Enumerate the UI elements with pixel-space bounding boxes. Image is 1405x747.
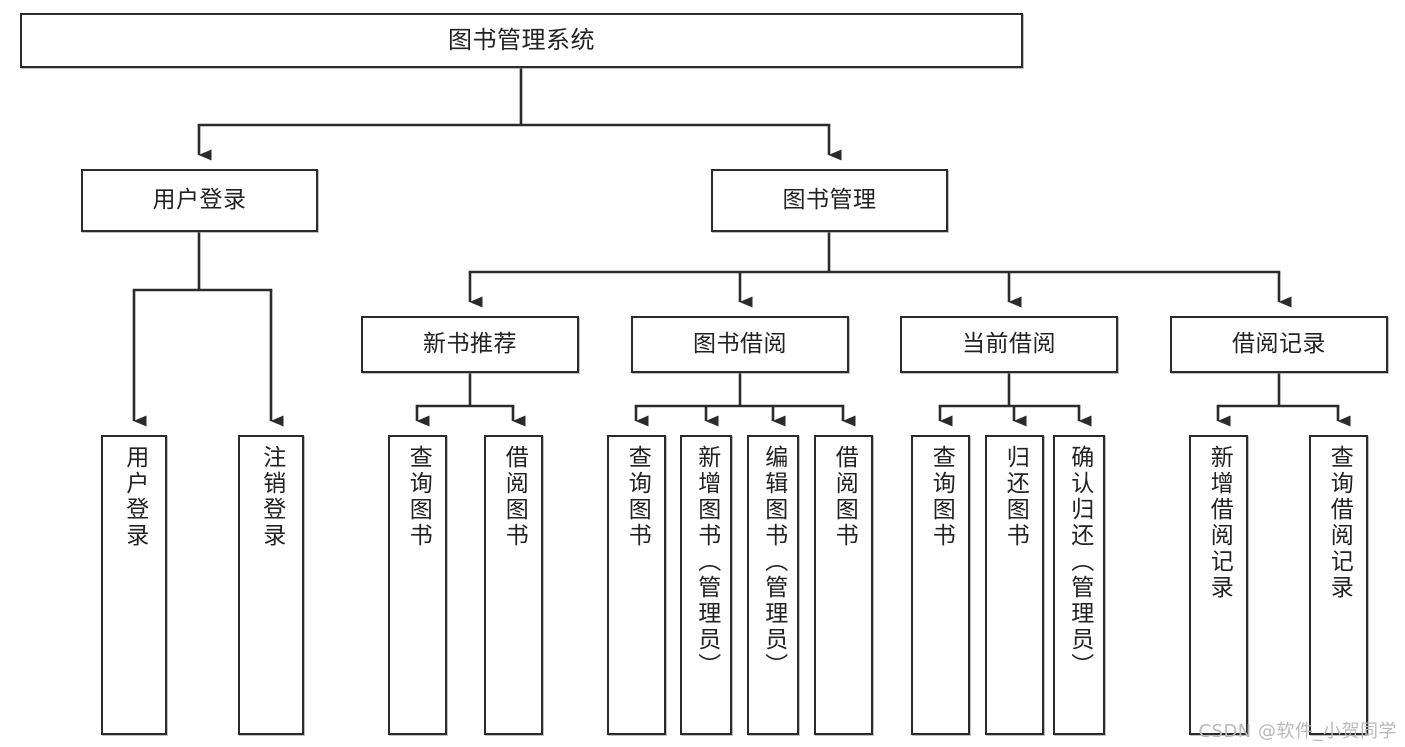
csdn-watermark: CSDN @软件_小贺同学 <box>1198 721 1397 742</box>
node-leaf-query-book-new[interactable]: 查询图书 <box>388 435 447 735</box>
node-user-login[interactable]: 用户登录 <box>81 169 318 232</box>
node-leaf-add-book-admin[interactable]: 新增图书（管理员） <box>680 435 732 735</box>
node-leaf-query-book-current-label: 查询图书 <box>928 445 955 549</box>
node-borrow-record-label: 借阅记录 <box>1232 330 1326 357</box>
node-leaf-return-book[interactable]: 归还图书 <box>985 435 1044 735</box>
node-book-management[interactable]: 图书管理 <box>711 169 948 232</box>
node-new-book-recommend[interactable]: 新书推荐 <box>361 316 579 373</box>
node-leaf-user-login-label: 用户登录 <box>121 445 148 549</box>
node-leaf-edit-book-admin[interactable]: 编辑图书（管理员） <box>747 435 799 735</box>
node-leaf-borrow-book-new-label: 借阅图书 <box>501 445 528 549</box>
node-leaf-return-book-label: 归还图书 <box>1002 445 1029 549</box>
node-leaf-logout-login-label: 注销登录 <box>258 445 285 549</box>
node-leaf-query-book-current[interactable]: 查询图书 <box>911 435 970 735</box>
node-book-borrow-label: 图书借阅 <box>693 330 787 357</box>
node-current-borrow-label: 当前借阅 <box>962 330 1056 357</box>
node-borrow-record[interactable]: 借阅记录 <box>1170 316 1388 373</box>
node-new-book-recommend-label: 新书推荐 <box>423 330 517 357</box>
node-leaf-query-book-borrow-label: 查询图书 <box>624 445 651 549</box>
node-root-label: 图书管理系统 <box>448 26 595 55</box>
node-leaf-query-borrow-record[interactable]: 查询借阅记录 <box>1309 435 1368 735</box>
node-leaf-add-book-admin-label: 新增图书（管理员） <box>693 445 720 679</box>
node-leaf-add-borrow-record[interactable]: 新增借阅记录 <box>1189 435 1248 735</box>
node-leaf-confirm-return-admin[interactable]: 确认归还（管理员） <box>1053 435 1105 735</box>
node-leaf-confirm-return-admin-label: 确认归还（管理员） <box>1066 445 1093 679</box>
node-leaf-borrow-book[interactable]: 借阅图书 <box>814 435 873 735</box>
node-leaf-query-book-new-label: 查询图书 <box>405 445 432 549</box>
node-leaf-edit-book-admin-label: 编辑图书（管理员） <box>760 445 787 679</box>
node-book-borrow[interactable]: 图书借阅 <box>631 316 849 373</box>
node-current-borrow[interactable]: 当前借阅 <box>900 316 1118 373</box>
node-leaf-query-borrow-record-label: 查询借阅记录 <box>1326 445 1353 601</box>
node-leaf-query-book-borrow[interactable]: 查询图书 <box>607 435 666 735</box>
node-root-system[interactable]: 图书管理系统 <box>20 13 1023 68</box>
node-book-management-label: 图书管理 <box>782 186 877 213</box>
node-user-login-label: 用户登录 <box>152 186 247 213</box>
node-leaf-logout-login[interactable]: 注销登录 <box>238 435 304 735</box>
node-leaf-user-login[interactable]: 用户登录 <box>101 435 167 735</box>
node-leaf-borrow-book-label: 借阅图书 <box>831 445 858 549</box>
node-leaf-add-borrow-record-label: 新增借阅记录 <box>1206 445 1233 601</box>
node-leaf-borrow-book-new[interactable]: 借阅图书 <box>484 435 543 735</box>
